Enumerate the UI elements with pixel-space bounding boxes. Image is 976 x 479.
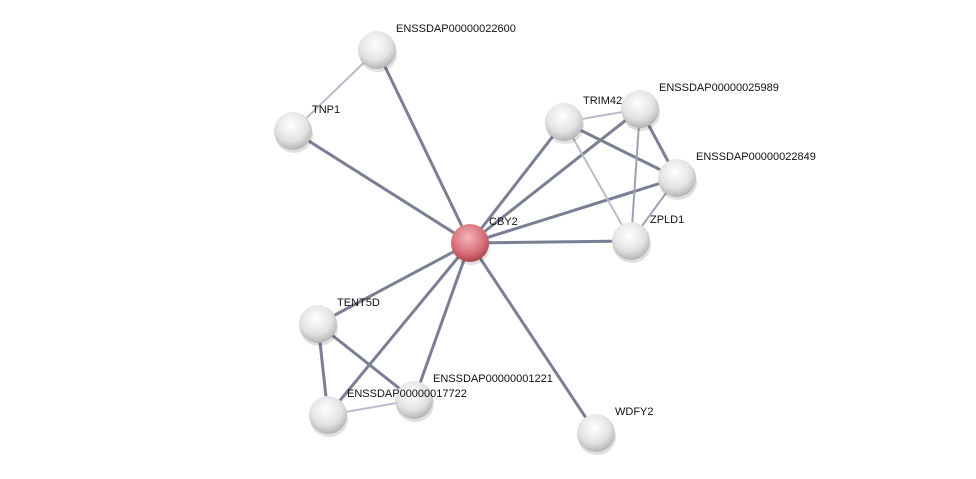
node-label: TRIM42 xyxy=(583,95,622,107)
edge-CBY2-ZPLD1[interactable] xyxy=(469,239,632,245)
edge-CBY2-TNP1[interactable] xyxy=(292,129,471,245)
edge-CBY2-TENT5D[interactable] xyxy=(317,241,471,326)
node-TRIM42[interactable]: TRIM42 xyxy=(545,95,622,144)
node-P22849[interactable]: ENSSDAP00000022849 xyxy=(658,151,816,200)
node-circle[interactable] xyxy=(395,381,433,419)
edge-TRIM42-ZPLD1[interactable] xyxy=(563,121,632,242)
edge-CBY2-P17722[interactable] xyxy=(326,242,472,416)
node-label: ZPLD1 xyxy=(650,214,684,226)
node-label: ENSSDAP00000022600 xyxy=(396,23,516,35)
edge-CBY2-P01221[interactable] xyxy=(412,242,472,401)
node-circle[interactable] xyxy=(309,396,347,434)
edge-CBY2-P25989[interactable] xyxy=(469,107,641,245)
node-label: ENSSDAP00000022849 xyxy=(696,151,816,163)
node-label: TENT5D xyxy=(337,297,380,309)
node-label: WDFY2 xyxy=(615,406,654,418)
node-TNP1[interactable]: TNP1 xyxy=(274,104,340,153)
node-circle[interactable] xyxy=(658,159,696,197)
node-P22600[interactable]: ENSSDAP00000022600 xyxy=(358,23,516,72)
edge-CBY2-TRIM42[interactable] xyxy=(468,121,566,244)
node-circle[interactable] xyxy=(451,224,489,262)
node-WDFY2[interactable]: WDFY2 xyxy=(577,406,654,455)
node-circle[interactable] xyxy=(299,305,337,343)
node-circle[interactable] xyxy=(274,112,312,150)
node-circle[interactable] xyxy=(358,31,396,69)
node-label: ENSSDAP00000001221 xyxy=(433,373,553,385)
edge-CBY2-WDFY2[interactable] xyxy=(468,242,598,434)
node-circle[interactable] xyxy=(577,414,615,452)
node-label: ENSSDAP00000017722 xyxy=(347,388,467,400)
edge-CBY2-P22849[interactable] xyxy=(469,176,678,245)
node-label: ENSSDAP00000025989 xyxy=(659,82,779,94)
edge-TRIM42-P22849[interactable] xyxy=(563,120,678,180)
edge-CBY2-P22600[interactable] xyxy=(375,49,472,244)
node-circle[interactable] xyxy=(612,222,650,260)
node-ZPLD1[interactable]: ZPLD1 xyxy=(612,214,684,263)
node-circle[interactable] xyxy=(545,103,583,141)
node-TENT5D[interactable]: TENT5D xyxy=(299,297,380,346)
node-circle[interactable] xyxy=(621,90,659,128)
node-label: TNP1 xyxy=(312,104,340,116)
edge-P22600-TNP1[interactable] xyxy=(292,49,378,132)
node-CBY2[interactable]: CBY2 xyxy=(451,216,518,265)
edge-TENT5D-P01221[interactable] xyxy=(317,322,415,402)
node-label: CBY2 xyxy=(489,216,518,228)
node-P01221[interactable]: ENSSDAP00000001221 xyxy=(395,373,553,422)
edge-P25989-ZPLD1[interactable] xyxy=(630,108,641,242)
node-P17722[interactable]: ENSSDAP00000017722 xyxy=(309,388,467,437)
node-P25989[interactable]: ENSSDAP00000025989 xyxy=(621,82,779,131)
